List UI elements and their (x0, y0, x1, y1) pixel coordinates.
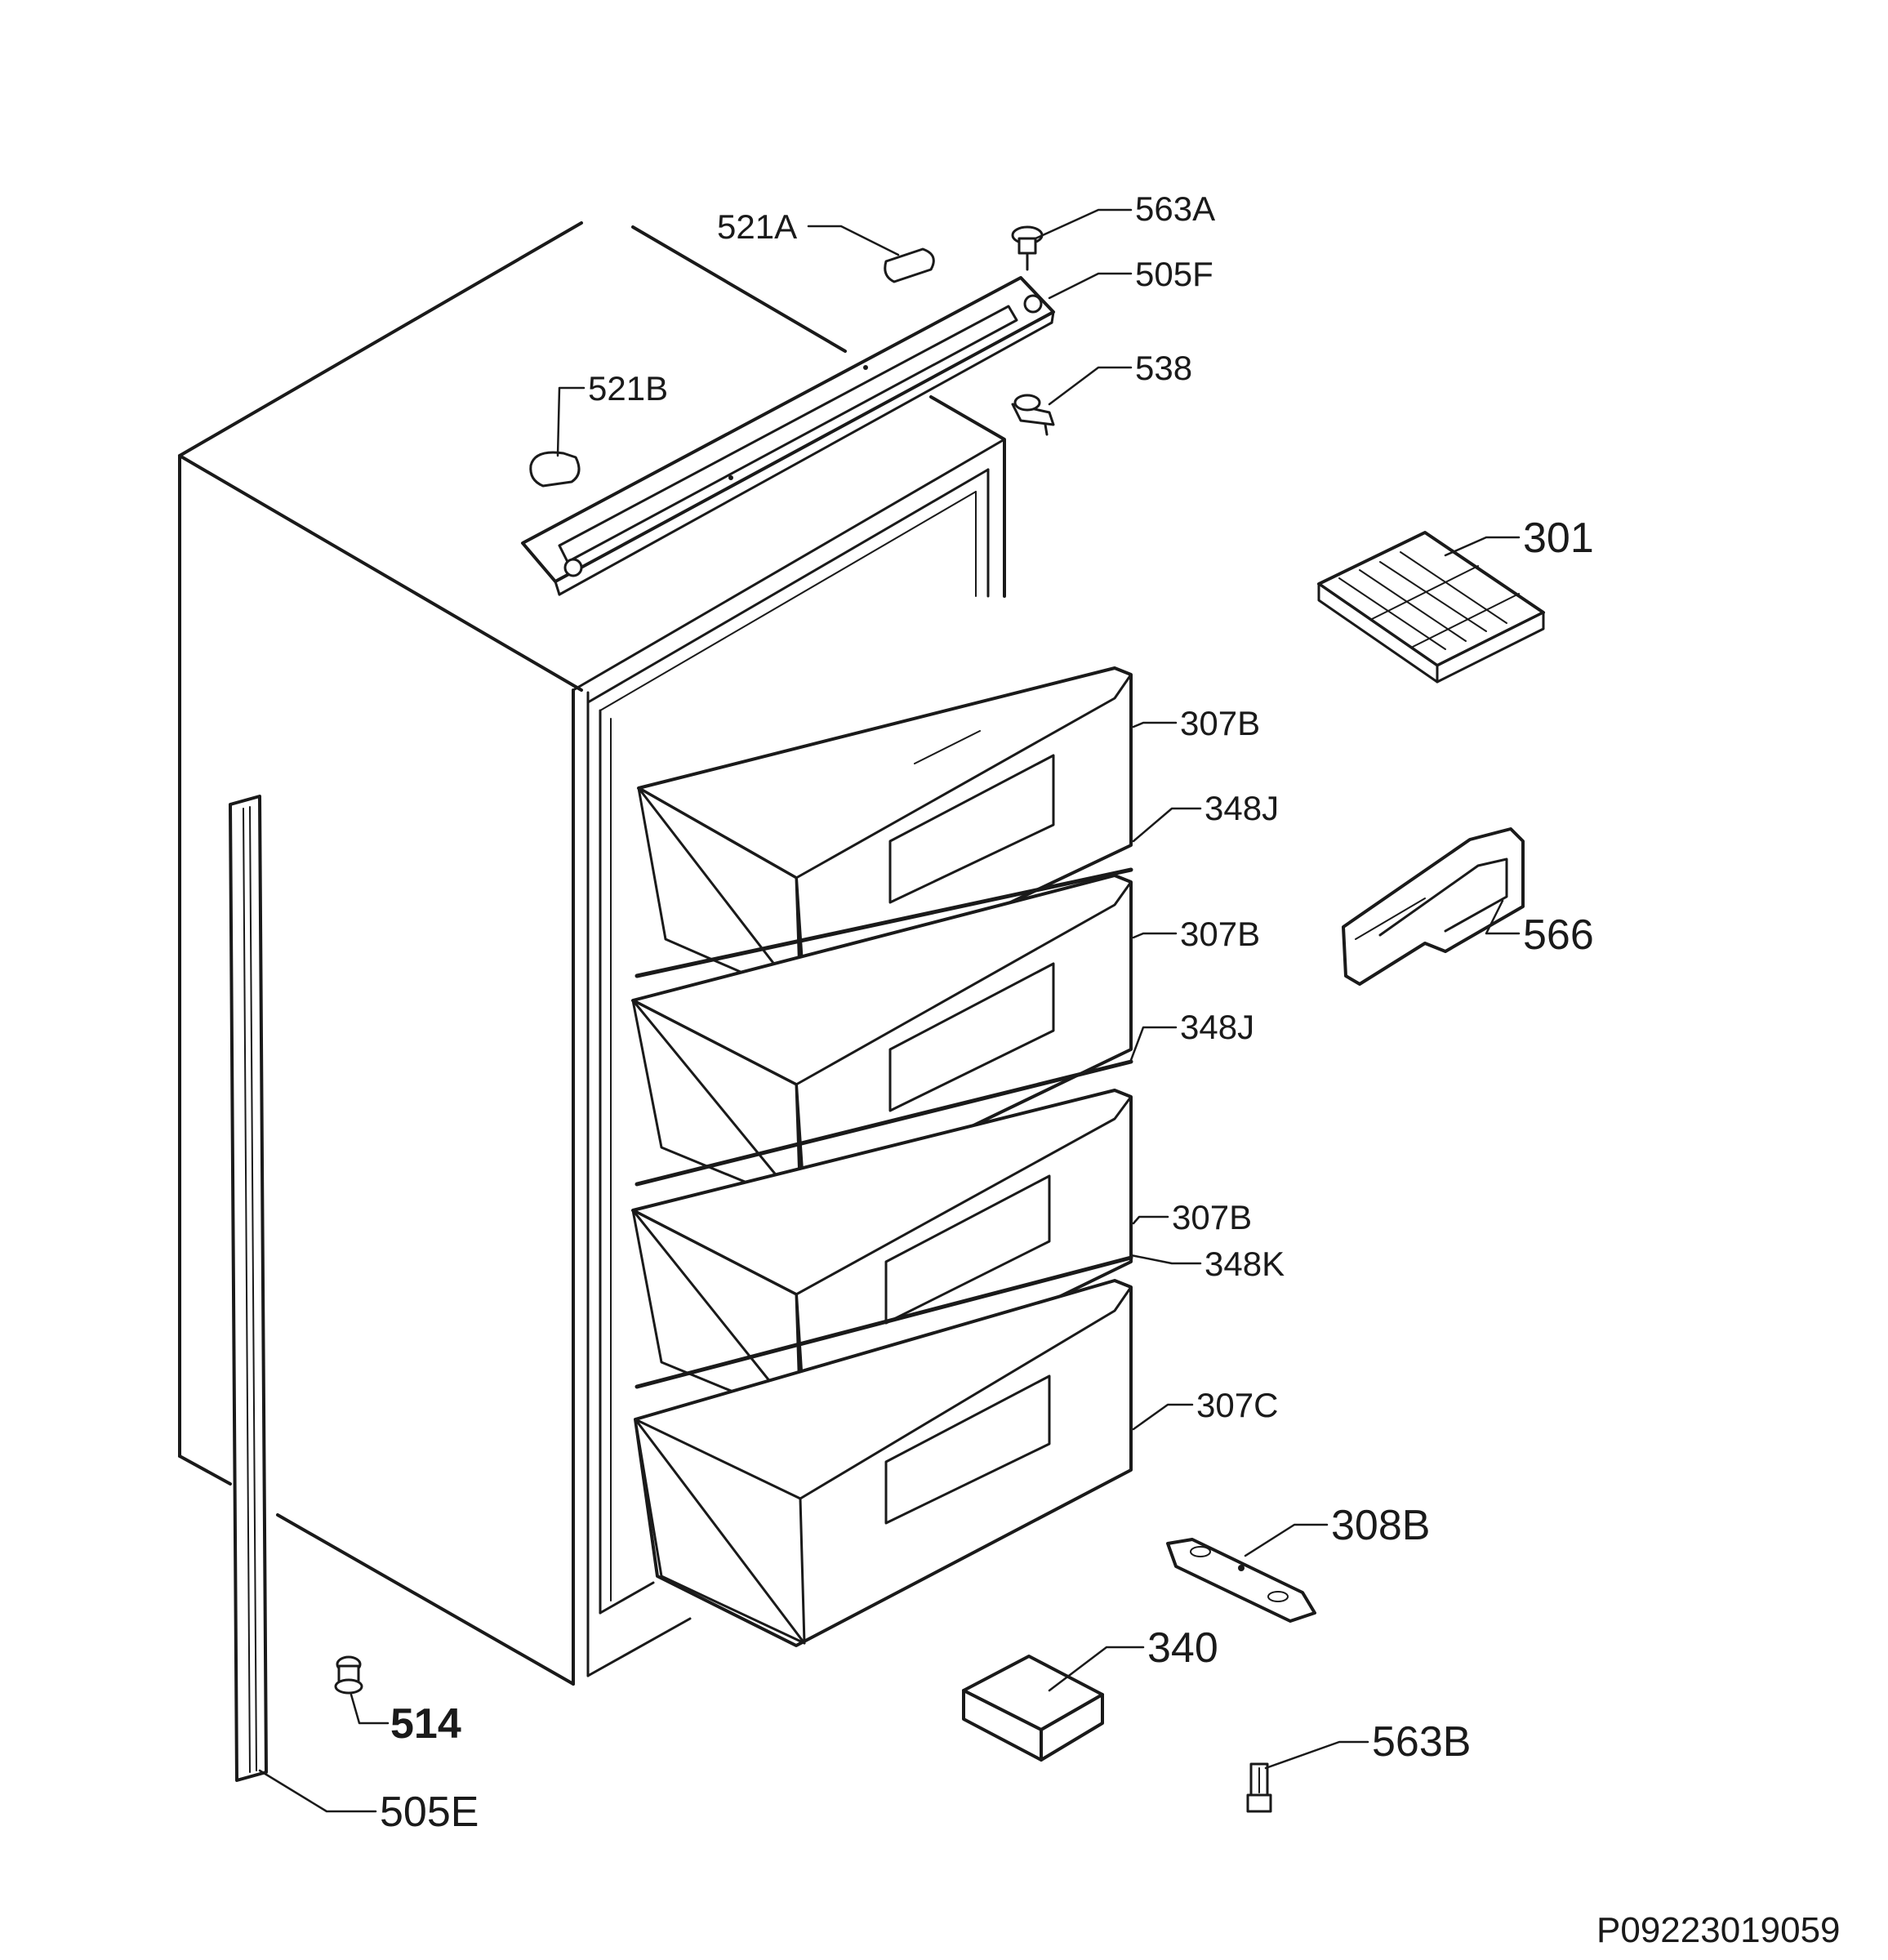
cover-cap-521b (529, 451, 581, 488)
label-340: 340 (1147, 1624, 1218, 1672)
label-521a: 521A (717, 207, 797, 246)
label-307b-1: 307B (1180, 704, 1260, 742)
label-307b-3: 307B (1172, 1198, 1252, 1236)
label-566: 566 (1523, 911, 1594, 959)
label-308b: 308B (1331, 1502, 1430, 1549)
glass-shelf-348k (635, 1255, 1133, 1389)
label-563a: 563A (1135, 189, 1215, 228)
drawer-307c-bottom (634, 1279, 1133, 1647)
cabinet-body (178, 221, 1006, 1686)
drawing-code: P09223019059 (1596, 1910, 1841, 1950)
door-gasket-505e (229, 795, 268, 1782)
label-505e: 505E (380, 1788, 479, 1836)
label-563b: 563B (1372, 1718, 1471, 1766)
drawer-307b-top (637, 666, 1133, 1002)
screw-563a (1011, 225, 1044, 271)
label-307b-2: 307B (1180, 915, 1260, 953)
drawer-307b-lower (631, 1089, 1133, 1423)
label-538: 538 (1135, 349, 1192, 387)
label-348j-1: 348J (1204, 789, 1279, 827)
freezer-block-340 (962, 1655, 1104, 1762)
callout-labels: 521A 563A 505F 538 521B 301 307B 348J 56… (380, 189, 1594, 1836)
label-348j-2: 348J (1180, 1008, 1254, 1046)
hinge-pin-538 (1011, 394, 1055, 436)
label-301: 301 (1523, 514, 1594, 562)
label-505f: 505F (1135, 255, 1213, 293)
screw-514 (334, 1655, 363, 1695)
glass-shelf-348j-1 (635, 867, 1133, 978)
label-348k: 348K (1204, 1245, 1285, 1283)
runner-308b (1166, 1538, 1316, 1623)
top-hinge-bracket (521, 276, 1055, 596)
label-514: 514 (390, 1700, 461, 1748)
ice-scraper-566 (1342, 827, 1525, 986)
cover-cap-521a (884, 247, 935, 283)
label-521b: 521B (588, 369, 668, 408)
screw-563b (1246, 1762, 1272, 1813)
leader-lines (258, 208, 1521, 1813)
glass-shelf-348j-2 (635, 1059, 1133, 1187)
label-307c: 307C (1196, 1386, 1278, 1424)
ice-cube-tray-301 (1317, 531, 1545, 684)
